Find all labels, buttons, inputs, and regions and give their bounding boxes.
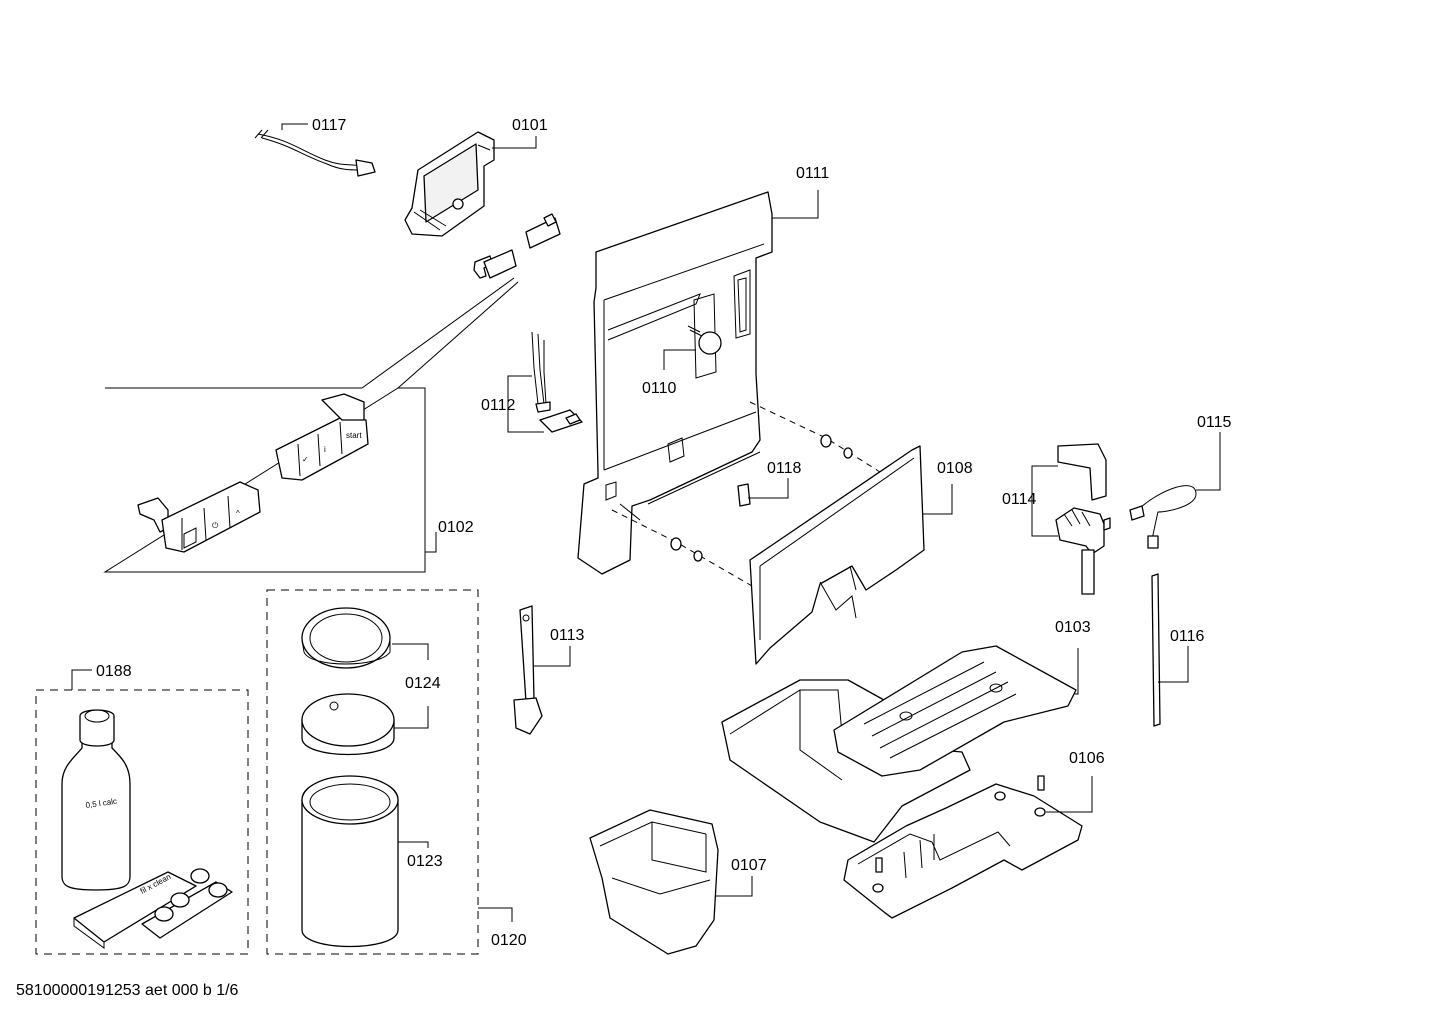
label-0113: 0113 bbox=[550, 627, 585, 644]
label-0120: 0120 bbox=[491, 932, 527, 949]
button-symbol-check: ✓ bbox=[302, 455, 309, 464]
part-0102-button-parts-small bbox=[361, 213, 561, 389]
button-symbol-power: ⏻ bbox=[212, 521, 219, 530]
part-0116-rod: 0116 bbox=[1151, 573, 1205, 727]
part-0107-grounds-container: 0107 bbox=[589, 809, 767, 955]
label-0116: 0116 bbox=[1170, 628, 1205, 645]
kit-box-0120: 0120 0124 0123 bbox=[266, 589, 527, 955]
bottle-label: 0,5 l calc bbox=[85, 797, 118, 810]
part-0103-drip-tray: 0103 bbox=[721, 619, 1091, 843]
label-0114: 0114 bbox=[1002, 491, 1037, 508]
label-0103: 0103 bbox=[1055, 619, 1091, 636]
label-0112: 0112 bbox=[481, 397, 516, 414]
part-0118-clip: 0118 bbox=[737, 460, 802, 507]
part-0112-sensor: 0112 bbox=[481, 331, 583, 433]
button-label-info: i bbox=[324, 445, 326, 454]
button-symbol-up: ^ bbox=[236, 509, 240, 518]
part-0115-tube-loop: 0115 bbox=[1129, 414, 1232, 549]
assembly-line-lower bbox=[611, 509, 753, 587]
part-0117-cable: 0117 bbox=[254, 117, 376, 177]
assembly-line-upper bbox=[749, 401, 881, 473]
kit-box-0188: 0188 0,5 l calc fil x clean bbox=[35, 663, 249, 955]
label-0118: 0118 bbox=[767, 460, 802, 477]
part-0114-valve: 0114 bbox=[1002, 443, 1111, 595]
label-0111: 0111 bbox=[796, 165, 829, 182]
label-0123: 0123 bbox=[407, 853, 443, 870]
label-0106: 0106 bbox=[1069, 750, 1105, 767]
detail-box-0102: ⏻ ^ ✓ i start 0102 bbox=[103, 387, 474, 573]
part-0111-front-panel: 0111 0110 bbox=[577, 165, 829, 575]
pins bbox=[670, 434, 853, 562]
label-0115: 0115 bbox=[1197, 414, 1232, 431]
label-0102: 0102 bbox=[438, 519, 474, 536]
label-0107: 0107 bbox=[731, 857, 767, 874]
part-0101-display-module: 0101 bbox=[404, 117, 548, 237]
part-0113-spoon: 0113 bbox=[513, 605, 585, 735]
drawing-reference-footer: 58100000191253 aet 000 b 1/6 bbox=[16, 982, 239, 999]
label-0108: 0108 bbox=[937, 460, 973, 477]
label-0117: 0117 bbox=[312, 117, 347, 134]
label-0101: 0101 bbox=[512, 117, 548, 134]
part-0108-drip-panel: 0108 bbox=[749, 445, 973, 665]
label-0124: 0124 bbox=[405, 675, 441, 692]
button-label-start: start bbox=[346, 431, 362, 440]
label-0188: 0188 bbox=[96, 663, 132, 680]
label-0110: 0110 bbox=[642, 380, 677, 397]
part-0106-tray-base: 0106 bbox=[843, 750, 1105, 919]
